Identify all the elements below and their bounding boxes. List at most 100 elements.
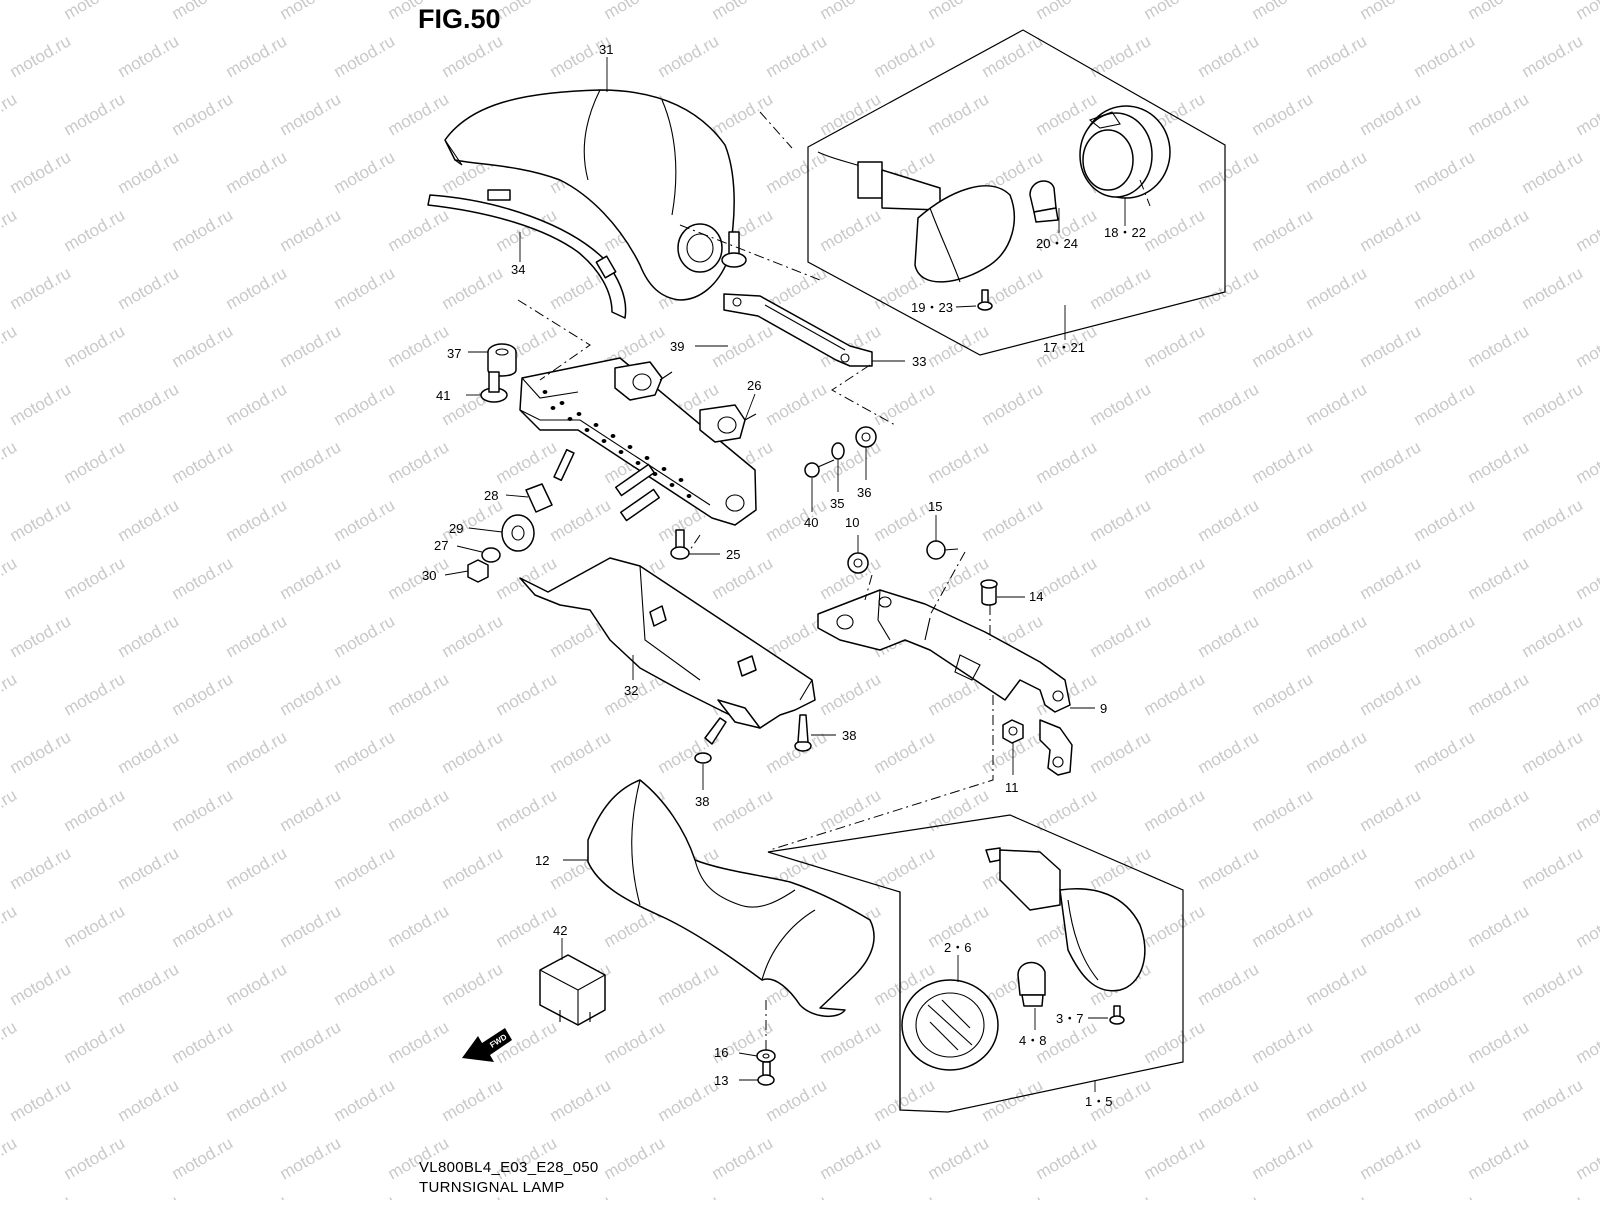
watermark-text: motod.ru: [1141, 785, 1209, 835]
callout-30: 30: [422, 568, 436, 583]
part-36-collar: [856, 427, 876, 447]
watermark-text: motod.ru: [1195, 31, 1263, 81]
part-15-bolt: [927, 541, 958, 559]
watermark-text: motod.ru: [115, 611, 183, 661]
callout-18-22: 18・22: [1104, 225, 1146, 240]
watermark-text: motod.ru: [1195, 843, 1263, 893]
figure-code: VL800BL4_E03_E28_050: [419, 1159, 599, 1176]
callout-29: 29: [449, 521, 463, 536]
watermark-text: motod.ru: [493, 901, 561, 951]
watermark-text: motod.ru: [7, 263, 75, 313]
watermark-text: motod.ru: [817, 205, 885, 255]
watermark-text: motod.ru: [763, 1191, 831, 1200]
watermark-text: motod.ru: [1519, 727, 1587, 777]
watermark-text: motod.ru: [547, 495, 615, 545]
watermark-text: motod.ru: [277, 553, 345, 603]
watermark-text: motod.ru: [1519, 959, 1587, 1009]
watermark-text: motod.ru: [7, 1075, 75, 1125]
watermark-text: motod.ru: [493, 437, 561, 487]
watermark-text: motod.ru: [655, 1075, 723, 1125]
bracket-hole: [619, 450, 624, 454]
watermark-text: motod.ru: [1357, 901, 1425, 951]
watermark-text: motod.ru: [493, 669, 561, 719]
watermark-text: motod.ru: [439, 611, 507, 661]
watermark-text: motod.ru: [7, 147, 75, 197]
watermark-text: motod.ru: [1195, 959, 1263, 1009]
bracket-hole: [585, 428, 590, 432]
callout-19-23: 19・23: [911, 300, 953, 315]
bracket-hole: [560, 401, 565, 405]
watermark-text: motod.ru: [1033, 1133, 1101, 1183]
watermark-text: motod.ru: [61, 1017, 129, 1067]
callout-28: 28: [484, 488, 498, 503]
watermark-text: motod.ru: [1519, 1075, 1587, 1125]
callout-12: 12: [535, 853, 549, 868]
watermark-text: motod.ru: [1033, 437, 1101, 487]
callout-9: 9: [1100, 701, 1107, 716]
watermark-text: motod.ru: [331, 843, 399, 893]
watermark-text: motod.ru: [1519, 1191, 1587, 1200]
watermark-text: motod.ru: [385, 785, 453, 835]
callout-11: 11: [1005, 780, 1019, 795]
watermark-text: motod.ru: [817, 669, 885, 719]
bracket-hole: [568, 417, 573, 421]
watermark-text: motod.ru: [925, 89, 993, 139]
part-30-nut: [468, 560, 488, 582]
watermark-text: motod.ru: [1195, 379, 1263, 429]
watermark-text: motod.ru: [817, 1017, 885, 1067]
watermark-text: motod.ru: [277, 901, 345, 951]
watermark-text: motod.ru: [1573, 553, 1600, 603]
watermark-text: motod.ru: [1303, 147, 1371, 197]
bracket-hole: [687, 494, 692, 498]
watermark-text: motod.ru: [331, 959, 399, 1009]
watermark-text: motod.ru: [1303, 611, 1371, 661]
watermark-text: motod.ru: [1033, 0, 1101, 23]
watermark-text: motod.ru: [1357, 437, 1425, 487]
watermark-text: motod.ru: [1249, 1017, 1317, 1067]
watermark-text: motod.ru: [223, 611, 291, 661]
watermark-text: motod.ru: [0, 0, 20, 23]
watermark-text: motod.ru: [1465, 89, 1533, 139]
watermark-text: motod.ru: [1519, 495, 1587, 545]
watermark-text: motod.ru: [1303, 495, 1371, 545]
callout-35: 35: [830, 496, 844, 511]
watermark-text: motod.ru: [1249, 901, 1317, 951]
watermark-text: motod.ru: [1411, 379, 1479, 429]
watermark-text: motod.ru: [1249, 205, 1317, 255]
watermark-text: motod.ru: [1411, 843, 1479, 893]
watermark-text: motod.ru: [115, 31, 183, 81]
part-11-nut: [1003, 720, 1023, 743]
callout-20-24: 20・24: [1036, 236, 1078, 251]
watermark-text: motod.ru: [169, 321, 237, 371]
watermark-text: motod.ru: [1195, 495, 1263, 545]
watermark-text: motod.ru: [925, 0, 993, 23]
watermark-text: motod.ru: [709, 89, 777, 139]
watermark-text: motod.ru: [1303, 1191, 1371, 1200]
watermark-text: motod.ru: [277, 321, 345, 371]
watermark-text: motod.ru: [1465, 669, 1533, 719]
watermark-text: motod.ru: [169, 901, 237, 951]
watermark-text: motod.ru: [1357, 669, 1425, 719]
watermark-text: motod.ru: [1033, 785, 1101, 835]
watermark-text: motod.ru: [61, 0, 129, 23]
watermark-text: motod.ru: [385, 669, 453, 719]
callout-4-8: 4・8: [1019, 1033, 1046, 1048]
watermark-text: motod.ru: [1411, 495, 1479, 545]
watermark-text: motod.ru: [385, 205, 453, 255]
callout-41: 41: [436, 388, 450, 403]
watermark-text: motod.ru: [817, 1133, 885, 1183]
watermark-text: motod.ru: [1087, 611, 1155, 661]
bracket-hole: [602, 439, 607, 443]
watermark-text: motod.ru: [1141, 669, 1209, 719]
callout-15: 15: [928, 499, 942, 514]
watermark-text: motod.ru: [7, 727, 75, 777]
watermark-text: motod.ru: [655, 959, 723, 1009]
watermark-text: motod.ru: [1303, 959, 1371, 1009]
watermark-text: motod.ru: [385, 321, 453, 371]
watermark-text: motod.ru: [709, 0, 777, 23]
watermark-text: motod.ru: [0, 785, 20, 835]
part-35-washer: [832, 443, 844, 459]
bracket-hole: [611, 434, 616, 438]
watermark-text: motod.ru: [223, 1191, 291, 1200]
